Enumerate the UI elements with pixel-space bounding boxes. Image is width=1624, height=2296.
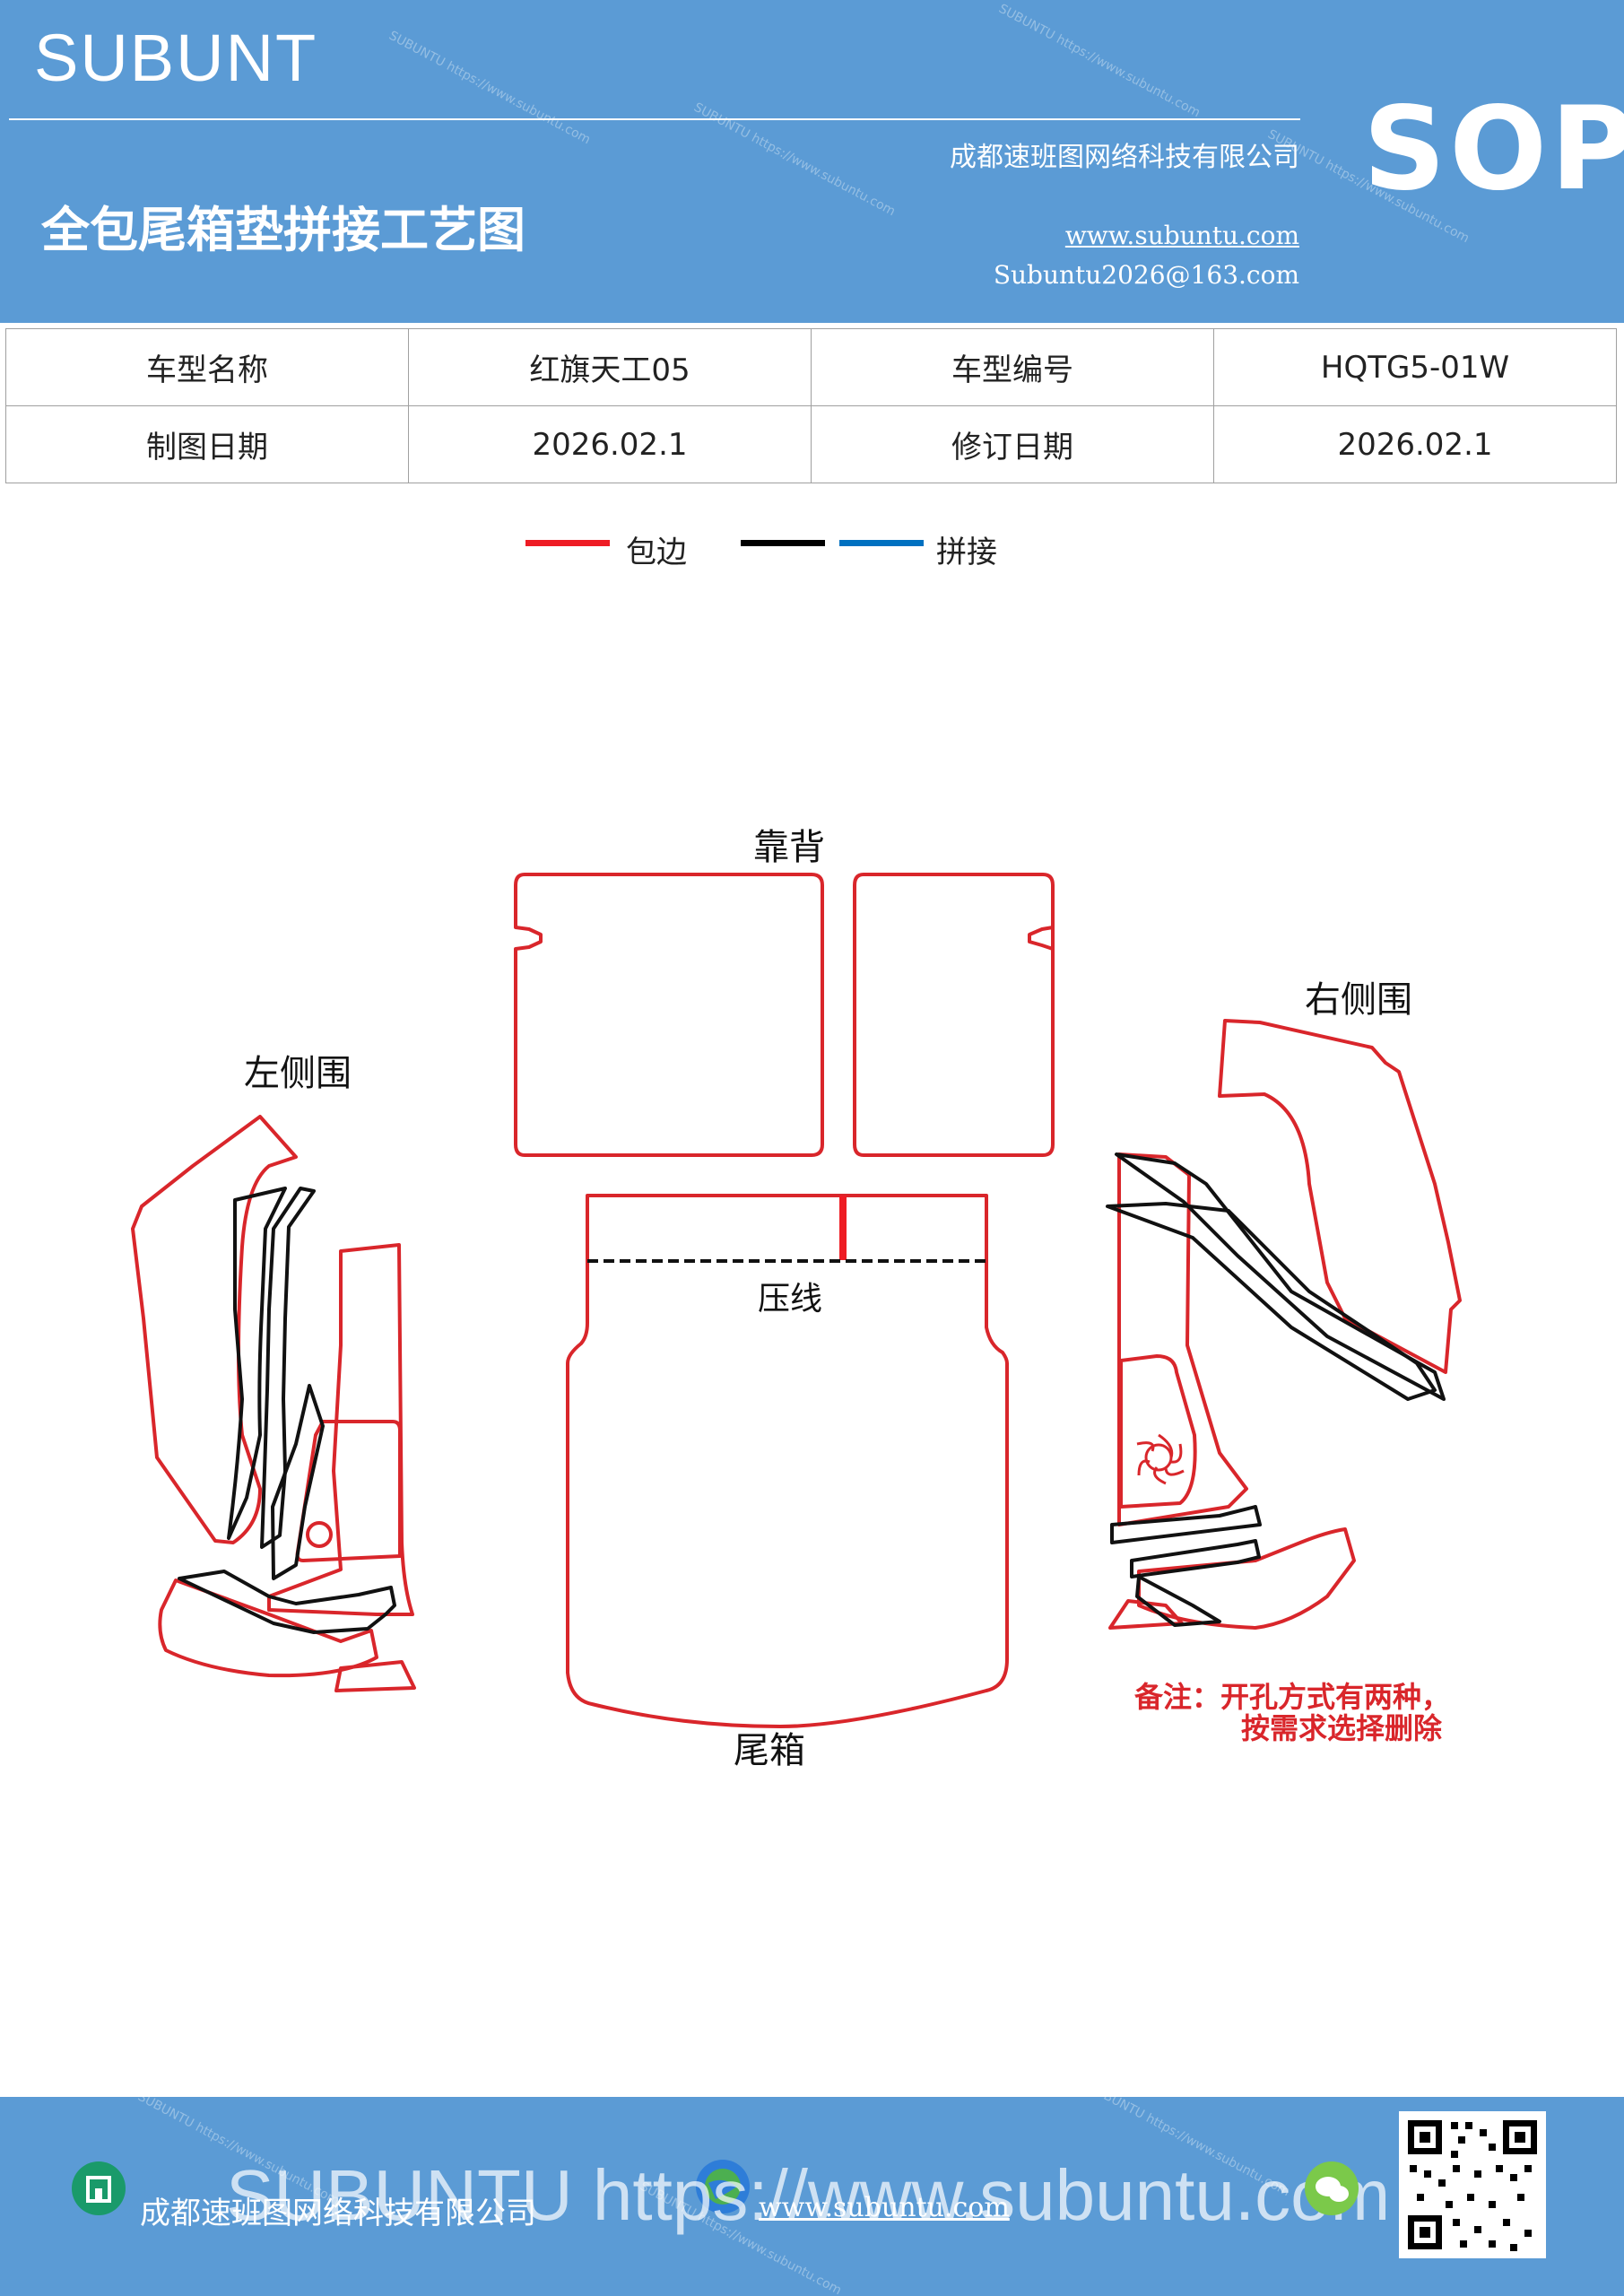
table-cell-label: 车型名称 <box>5 328 409 406</box>
right-inner-strip-a <box>1115 1152 1446 1401</box>
brand-name: SUBUNT <box>34 21 318 95</box>
qr-code <box>1399 2111 1546 2258</box>
building-icon <box>72 2161 126 2215</box>
left-inner-strip-c <box>271 1384 325 1580</box>
right-inner-strip-b <box>1106 1202 1437 1401</box>
company-name: 成都速班图网络科技有限公司 <box>950 142 1299 173</box>
wechat-icon <box>1305 2161 1359 2215</box>
table-cell-value: 红旗天工05 <box>408 328 812 406</box>
sop-badge: SOP <box>1363 83 1624 216</box>
trunk-floor <box>566 1194 1009 1728</box>
table-cell-value: 2026.02.1 <box>1213 405 1617 483</box>
legend-swatch-edge <box>525 540 610 546</box>
header-banner: SUBUNTU https://www.subuntu.com SUBUNTU … <box>0 0 1624 323</box>
left-side-rear <box>267 1243 414 1616</box>
note-line-1: 备注：开孔方式有两种， <box>1134 1680 1450 1714</box>
right-inner-strip-d <box>1135 1575 1221 1627</box>
footer-company-name: 成都速班图网络科技有限公司 <box>140 2196 536 2231</box>
label-crease: 压线 <box>758 1281 822 1318</box>
left-inner-strip-b <box>260 1187 316 1549</box>
legend-swatch-seam <box>839 540 924 546</box>
right-side-pocket <box>1119 1354 1197 1509</box>
vehicle-info-table: 车型名称 红旗天工05 车型编号 HQTG5-01W 制图日期 2026.02.… <box>5 328 1617 483</box>
note-line-2: 按需求选择删除 <box>1241 1711 1443 1745</box>
table-cell-label: 修订日期 <box>811 405 1214 483</box>
website-link[interactable]: www.subuntu.com <box>1064 221 1299 250</box>
label-backrest: 靠背 <box>753 827 825 868</box>
label-left-side: 左侧围 <box>244 1053 352 1094</box>
document-title: 全包尾箱垫拼接工艺图 <box>41 201 525 258</box>
table-cell-label: 制图日期 <box>5 405 409 483</box>
line-legend: 包边 拼接 <box>520 527 1058 570</box>
legend-swatch-black <box>741 540 825 546</box>
left-side-pocket <box>295 1420 402 1562</box>
table-cell-value: HQTG5-01W <box>1213 328 1617 406</box>
email-address: Subuntu2026@163.com <box>993 260 1299 290</box>
left-side-small-strip <box>334 1660 416 1692</box>
table-row: 车型名称 红旗天工05 车型编号 HQTG5-01W <box>5 328 1617 406</box>
right-side-outer <box>1218 1019 1462 1374</box>
footer-banner: SUBUNTU https://www.subuntu.com SUBUNTU … <box>0 2097 1624 2296</box>
fan-cutout-icon <box>1136 1433 1185 1485</box>
left-side-hole <box>306 1521 333 1548</box>
footer-website-link[interactable]: www.subuntu.com <box>759 2192 1010 2223</box>
right-inner-strip-c <box>1130 1539 1261 1578</box>
right-inner-connector <box>1110 1505 1262 1544</box>
left-inner-connector <box>178 1570 396 1634</box>
table-cell-value: 2026.02.1 <box>408 405 812 483</box>
header-divider <box>9 118 1300 120</box>
label-right-side: 右侧围 <box>1305 979 1412 1021</box>
legend-label-seam: 拼接 <box>936 535 997 570</box>
legend-label-edge: 包边 <box>626 535 687 570</box>
left-side-outer <box>131 1115 298 1544</box>
label-trunk: 尾箱 <box>734 1730 805 1771</box>
table-cell-label: 车型编号 <box>811 328 1214 406</box>
table-row: 制图日期 2026.02.1 修订日期 2026.02.1 <box>5 405 1617 483</box>
backrest-right-panel <box>853 873 1055 1157</box>
left-side-lower-strip <box>158 1578 378 1678</box>
left-inner-strip-a <box>227 1187 287 1540</box>
globe-icon <box>696 2160 750 2213</box>
footer-overlay-text: SUBUNTU https://www.subuntu.com <box>226 2155 1391 2235</box>
backrest-left-panel <box>514 873 824 1157</box>
